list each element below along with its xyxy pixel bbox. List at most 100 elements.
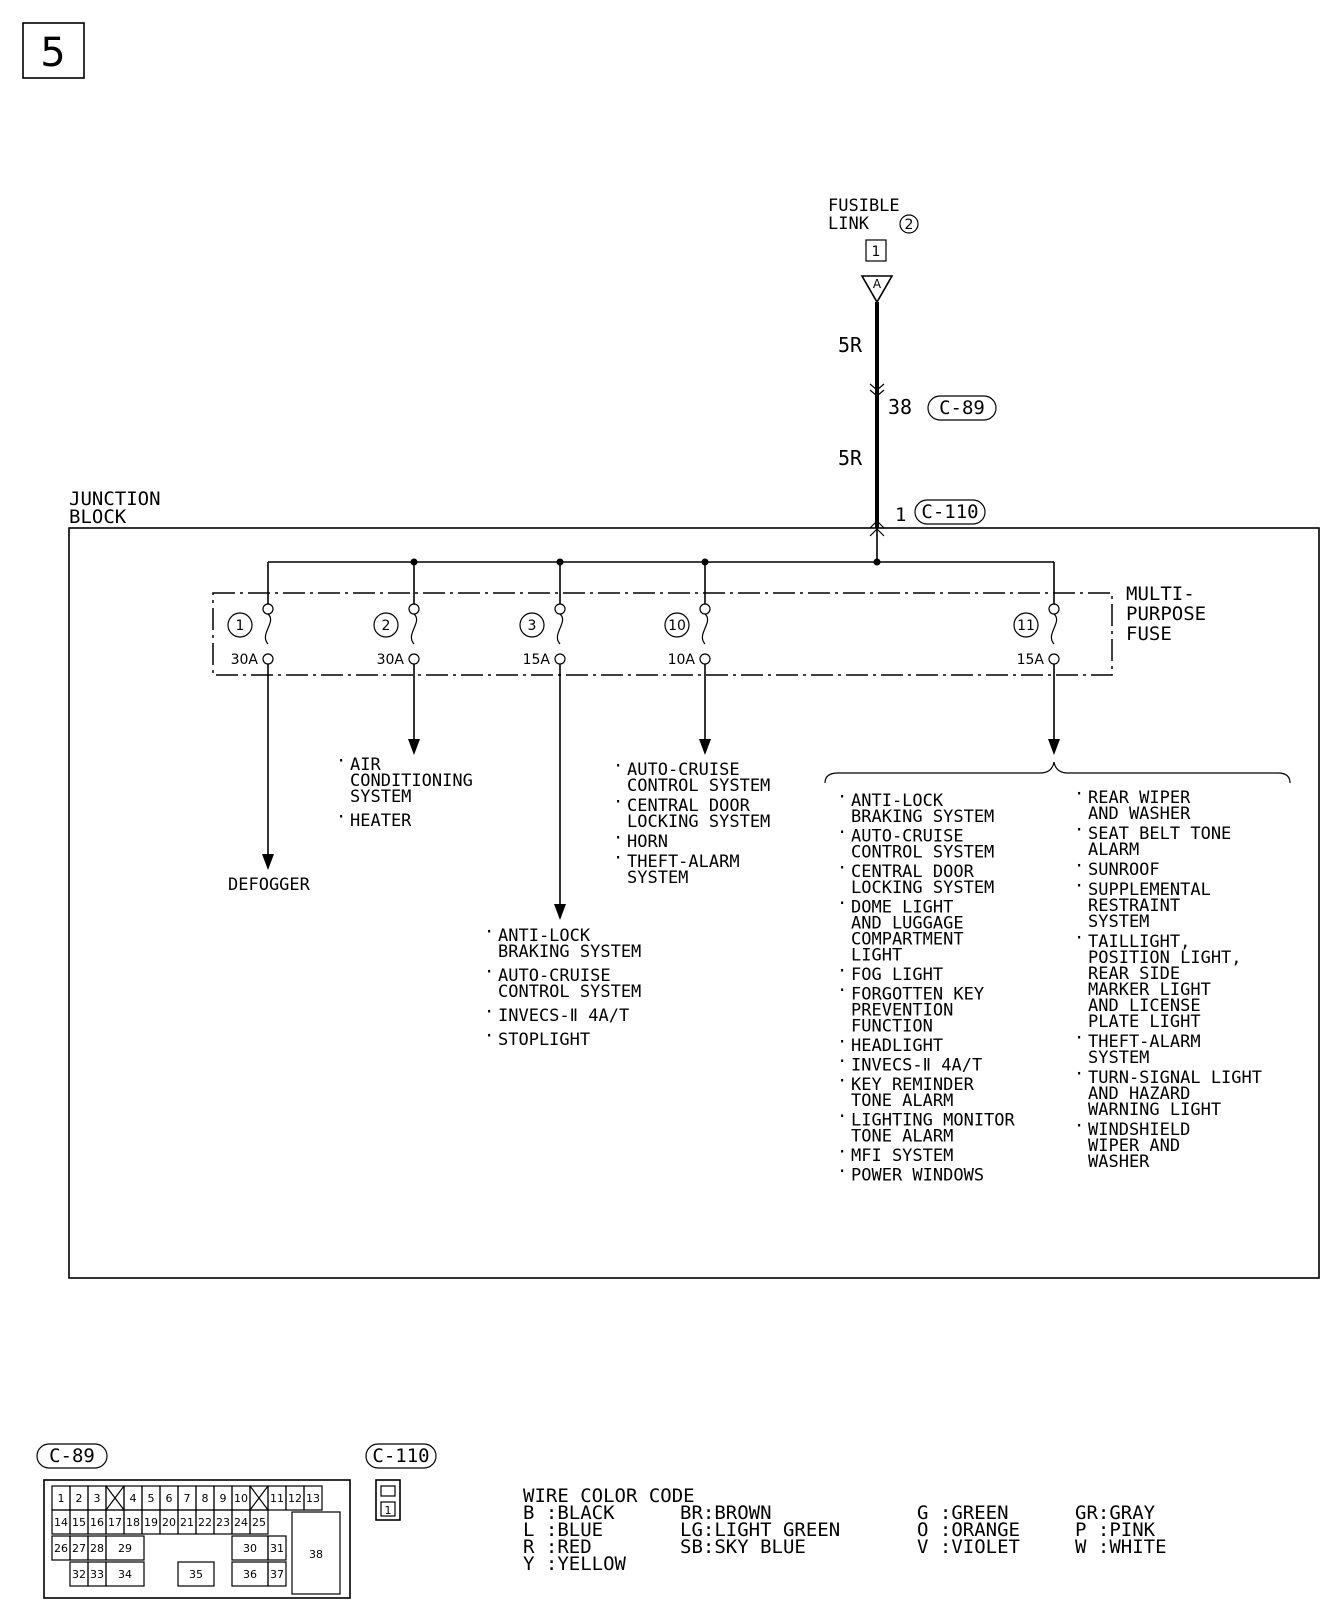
bus-node-main — [873, 558, 881, 566]
bullet-icon: · — [484, 922, 494, 942]
c89-pin-cell — [291, 1511, 341, 1595]
bullet-icon: · — [837, 1032, 847, 1052]
fuse-rating: 15A — [1017, 652, 1045, 668]
load-label: SYSTEM — [350, 787, 411, 807]
bullet-icon: · — [484, 962, 494, 982]
bullet-icon: · — [613, 792, 623, 812]
wire-color-entry: Y :YELLOW — [523, 1553, 627, 1575]
wire-color-code-title: WIRE COLOR CODE — [523, 1485, 695, 1507]
c89-pin: 10 — [234, 1492, 248, 1505]
load-label: LOCKING SYSTEM — [627, 812, 770, 832]
jb-connector-id: C-110 — [921, 501, 978, 523]
bullet-icon: · — [336, 751, 346, 771]
load-label: LIGHTING MONITOR — [851, 1111, 1016, 1131]
load-label: AND LUGGAGE — [851, 914, 964, 934]
c89-pin-cell — [303, 1485, 323, 1511]
bullet-icon: · — [613, 828, 623, 848]
fuse-number: 3 — [528, 618, 537, 634]
bullet-icon: · — [837, 1162, 847, 1182]
c89-pin: 26 — [54, 1542, 68, 1555]
c89-pin: 27 — [72, 1542, 86, 1555]
wire-color-entry: W :WHITE — [1075, 1536, 1167, 1558]
c110-pin-box — [380, 1501, 396, 1517]
c89-pin: 36 — [243, 1568, 257, 1581]
c89-label: C-89 — [49, 1445, 95, 1467]
fuse-number: 11 — [1017, 618, 1035, 634]
c110-pin: 1 — [385, 1504, 392, 1517]
load-label: FUNCTION — [851, 1017, 933, 1037]
bullet-icon: · — [1074, 1116, 1084, 1136]
load-label: SUNROOF — [1088, 860, 1160, 880]
load-label: SYSTEM — [1088, 912, 1149, 932]
load-label: PLATE LIGHT — [1088, 1012, 1201, 1032]
arrow-icon — [699, 739, 711, 755]
load-label: CONTROL SYSTEM — [498, 982, 641, 1002]
wire-color-entry: LG:LIGHT GREEN — [680, 1519, 840, 1541]
fuse-rating: 30A — [231, 652, 259, 668]
arrow-icon — [1048, 739, 1060, 755]
load-label: WIPER AND — [1088, 1136, 1180, 1156]
c89-pin: 19 — [144, 1516, 158, 1529]
load-label: LIGHT — [851, 946, 902, 966]
jb-connector-id-badge — [914, 499, 986, 525]
c89-pin: 21 — [180, 1516, 194, 1529]
fuse-rating: 15A — [523, 652, 551, 668]
fuse-number-circle — [227, 612, 253, 638]
load-label: THEFT-ALARM — [1088, 1032, 1201, 1052]
load-label: CONDITIONING — [350, 771, 473, 791]
c89-blank-mark — [105, 1485, 125, 1511]
c89-pin: 28 — [90, 1542, 104, 1555]
bullet-icon: · — [837, 961, 847, 981]
fuse-number: 1 — [236, 618, 245, 634]
page-number: 5 — [40, 30, 65, 76]
c89-housing — [43, 1479, 351, 1599]
c89-pin-cell — [267, 1561, 287, 1587]
wire-color-entry: G :GREEN — [917, 1502, 1009, 1524]
load-label: AND LICENSE — [1088, 996, 1201, 1016]
load-label: AUTO-CRUISE — [498, 966, 611, 986]
c89-pin: 15 — [72, 1516, 86, 1529]
wire-color-entry: GR:GRAY — [1075, 1502, 1156, 1524]
c89-junction-mark — [869, 383, 885, 397]
fuse-terminal-top — [262, 603, 274, 615]
c110-label-badge — [365, 1443, 437, 1469]
load-label: TAILLIGHT, — [1088, 932, 1190, 952]
fuse-element — [410, 613, 418, 645]
c89-pin: 31 — [270, 1542, 284, 1555]
load-label: BRAKING SYSTEM — [851, 807, 994, 827]
c89-blank-mark — [249, 1485, 269, 1511]
load-label: PREVENTION — [851, 1001, 953, 1021]
c89-pin: 4 — [130, 1492, 137, 1505]
bullet-icon: · — [837, 787, 847, 807]
bullet-icon: · — [837, 1052, 847, 1072]
bullet-icon: · — [837, 1107, 847, 1127]
wire-upper-color: 5R — [838, 333, 863, 357]
mid-connector-pin: 38 — [888, 395, 912, 419]
bullet-icon: · — [613, 756, 623, 776]
fusible-link-line1: FUSIBLE — [828, 196, 900, 216]
c89-pin: 29 — [118, 1542, 132, 1555]
load-label: WINDSHIELD — [1088, 1120, 1190, 1140]
load-label: FOG LIGHT — [851, 965, 943, 985]
connector-a-triangle — [860, 275, 894, 304]
c89-pin-cell — [105, 1561, 145, 1587]
load-label: TONE ALARM — [851, 1091, 953, 1111]
bullet-icon: · — [1074, 820, 1084, 840]
load-label: HEATER — [350, 811, 412, 831]
fuse-element — [264, 613, 272, 645]
load-label: POWER WINDOWS — [851, 1166, 984, 1186]
load-label: CENTRAL DOOR — [851, 862, 975, 882]
c89-pin: 30 — [243, 1542, 257, 1555]
c89-pin: 14 — [54, 1516, 68, 1529]
load-label: SUPPLEMENTAL — [1088, 880, 1211, 900]
bullet-icon: · — [1074, 928, 1084, 948]
mp-fuse-line3: FUSE — [1126, 623, 1172, 645]
load-label: MARKER LIGHT — [1088, 980, 1211, 1000]
load-label: FORGOTTEN KEY — [851, 985, 984, 1005]
load-label: CENTRAL DOOR — [627, 796, 751, 816]
